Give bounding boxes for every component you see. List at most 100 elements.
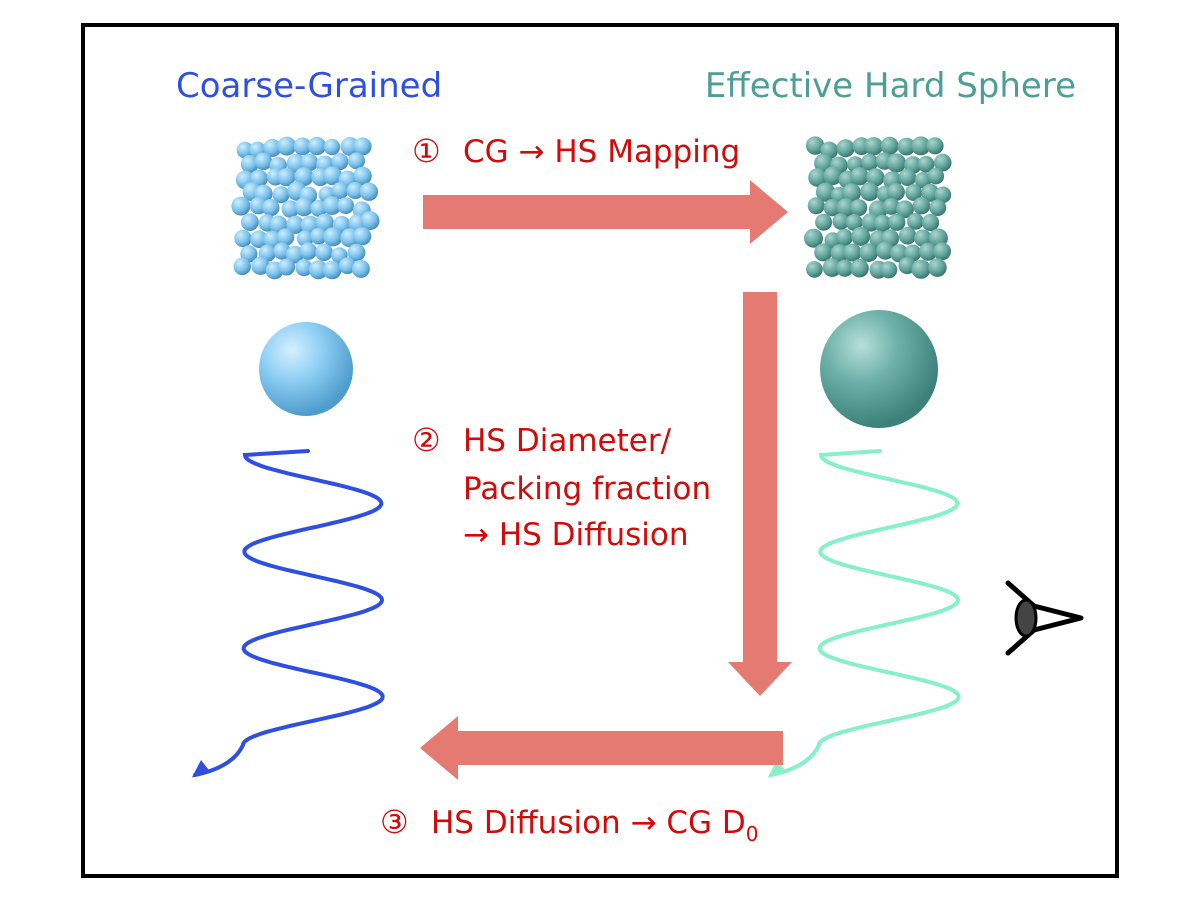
particle [850, 199, 868, 217]
particle [338, 257, 356, 275]
step3-number: ③ [380, 803, 409, 841]
step2-line3: → HS Diffusion [463, 517, 689, 553]
particle [897, 137, 916, 156]
particle [263, 138, 282, 158]
particle [911, 136, 931, 156]
particle [898, 257, 916, 275]
particle [898, 226, 917, 245]
particle [823, 166, 842, 186]
particle [815, 182, 836, 202]
particle [360, 211, 380, 231]
particle [359, 182, 379, 201]
particle [815, 213, 833, 231]
particle [310, 227, 327, 245]
particle [331, 153, 349, 171]
particle [914, 172, 932, 189]
particle [322, 196, 342, 216]
particle [911, 259, 931, 279]
step2-label: ② HS Diameter/ Packing fraction → HS Dif… [412, 421, 711, 553]
particle [804, 228, 823, 248]
particle [887, 183, 905, 201]
particle [934, 186, 952, 204]
step3-text: HS Diffusion → CG D0 [431, 805, 759, 846]
particle [233, 257, 251, 276]
particle [272, 186, 290, 204]
particle [294, 167, 314, 187]
particle [917, 155, 935, 173]
step2-number: ② [412, 421, 441, 459]
step3-label: ③ HS Diffusion → CG D0 [380, 803, 759, 846]
particle [933, 242, 951, 261]
particle [277, 136, 297, 156]
coarse-grained-title: Coarse-Grained [176, 66, 442, 106]
step1-arrow [423, 180, 788, 244]
particle [254, 152, 273, 171]
particle [830, 244, 849, 263]
hs-sphere-icon [820, 310, 938, 428]
particle [337, 197, 355, 215]
particle [277, 168, 296, 187]
particle [880, 261, 898, 279]
particle [295, 259, 313, 277]
particle [898, 168, 917, 186]
particle [294, 197, 314, 217]
particle [933, 153, 952, 172]
particle [850, 259, 869, 278]
particle [807, 197, 825, 215]
particle [805, 136, 825, 155]
particle [896, 200, 914, 219]
effective-hard-sphere-title: Effective Hard Sphere [705, 66, 1076, 106]
particle [806, 261, 823, 278]
hs-spiral-path-icon [767, 449, 961, 778]
particle [315, 213, 334, 232]
particle [927, 167, 945, 185]
particle [851, 226, 871, 246]
step3-main-text: HS Diffusion → CG D [431, 805, 746, 841]
particle [346, 182, 364, 200]
particle [845, 214, 863, 231]
observer-eye-icon [1005, 580, 1084, 656]
particle [912, 197, 931, 215]
particle [323, 138, 341, 156]
particle [323, 166, 342, 186]
particle [823, 198, 842, 217]
particle [843, 243, 862, 262]
particle [262, 198, 280, 217]
step1-number: ① [412, 132, 441, 170]
cg-particle-cube-icon [231, 136, 380, 280]
particle [286, 215, 305, 234]
particle [836, 139, 855, 158]
particle [836, 198, 856, 217]
particle [347, 243, 366, 262]
particle [315, 243, 333, 262]
particle [353, 137, 372, 156]
particle [340, 137, 360, 156]
particle [832, 213, 850, 230]
particle [836, 259, 854, 277]
particle [300, 153, 319, 172]
particle [919, 242, 938, 261]
particle [866, 168, 885, 187]
particle [293, 137, 312, 156]
hs-particle-cube-icon [804, 136, 952, 279]
particle [285, 245, 304, 264]
particle [882, 198, 900, 215]
particle [250, 230, 268, 248]
step2-arrow [728, 292, 792, 696]
particle [299, 242, 318, 260]
particle [880, 136, 899, 155]
particle [864, 137, 883, 156]
step3-arrow [420, 716, 783, 780]
particle [835, 228, 853, 246]
step2-line2: Packing fraction [463, 471, 711, 507]
particle [323, 227, 343, 247]
particle [928, 258, 947, 277]
cg-spiral-path-icon [191, 449, 385, 778]
particle [842, 183, 862, 203]
step1-text: CG → HS Mapping [463, 134, 740, 170]
particle [348, 152, 365, 170]
particle [926, 137, 944, 155]
particle [353, 227, 372, 246]
particle [929, 199, 947, 217]
